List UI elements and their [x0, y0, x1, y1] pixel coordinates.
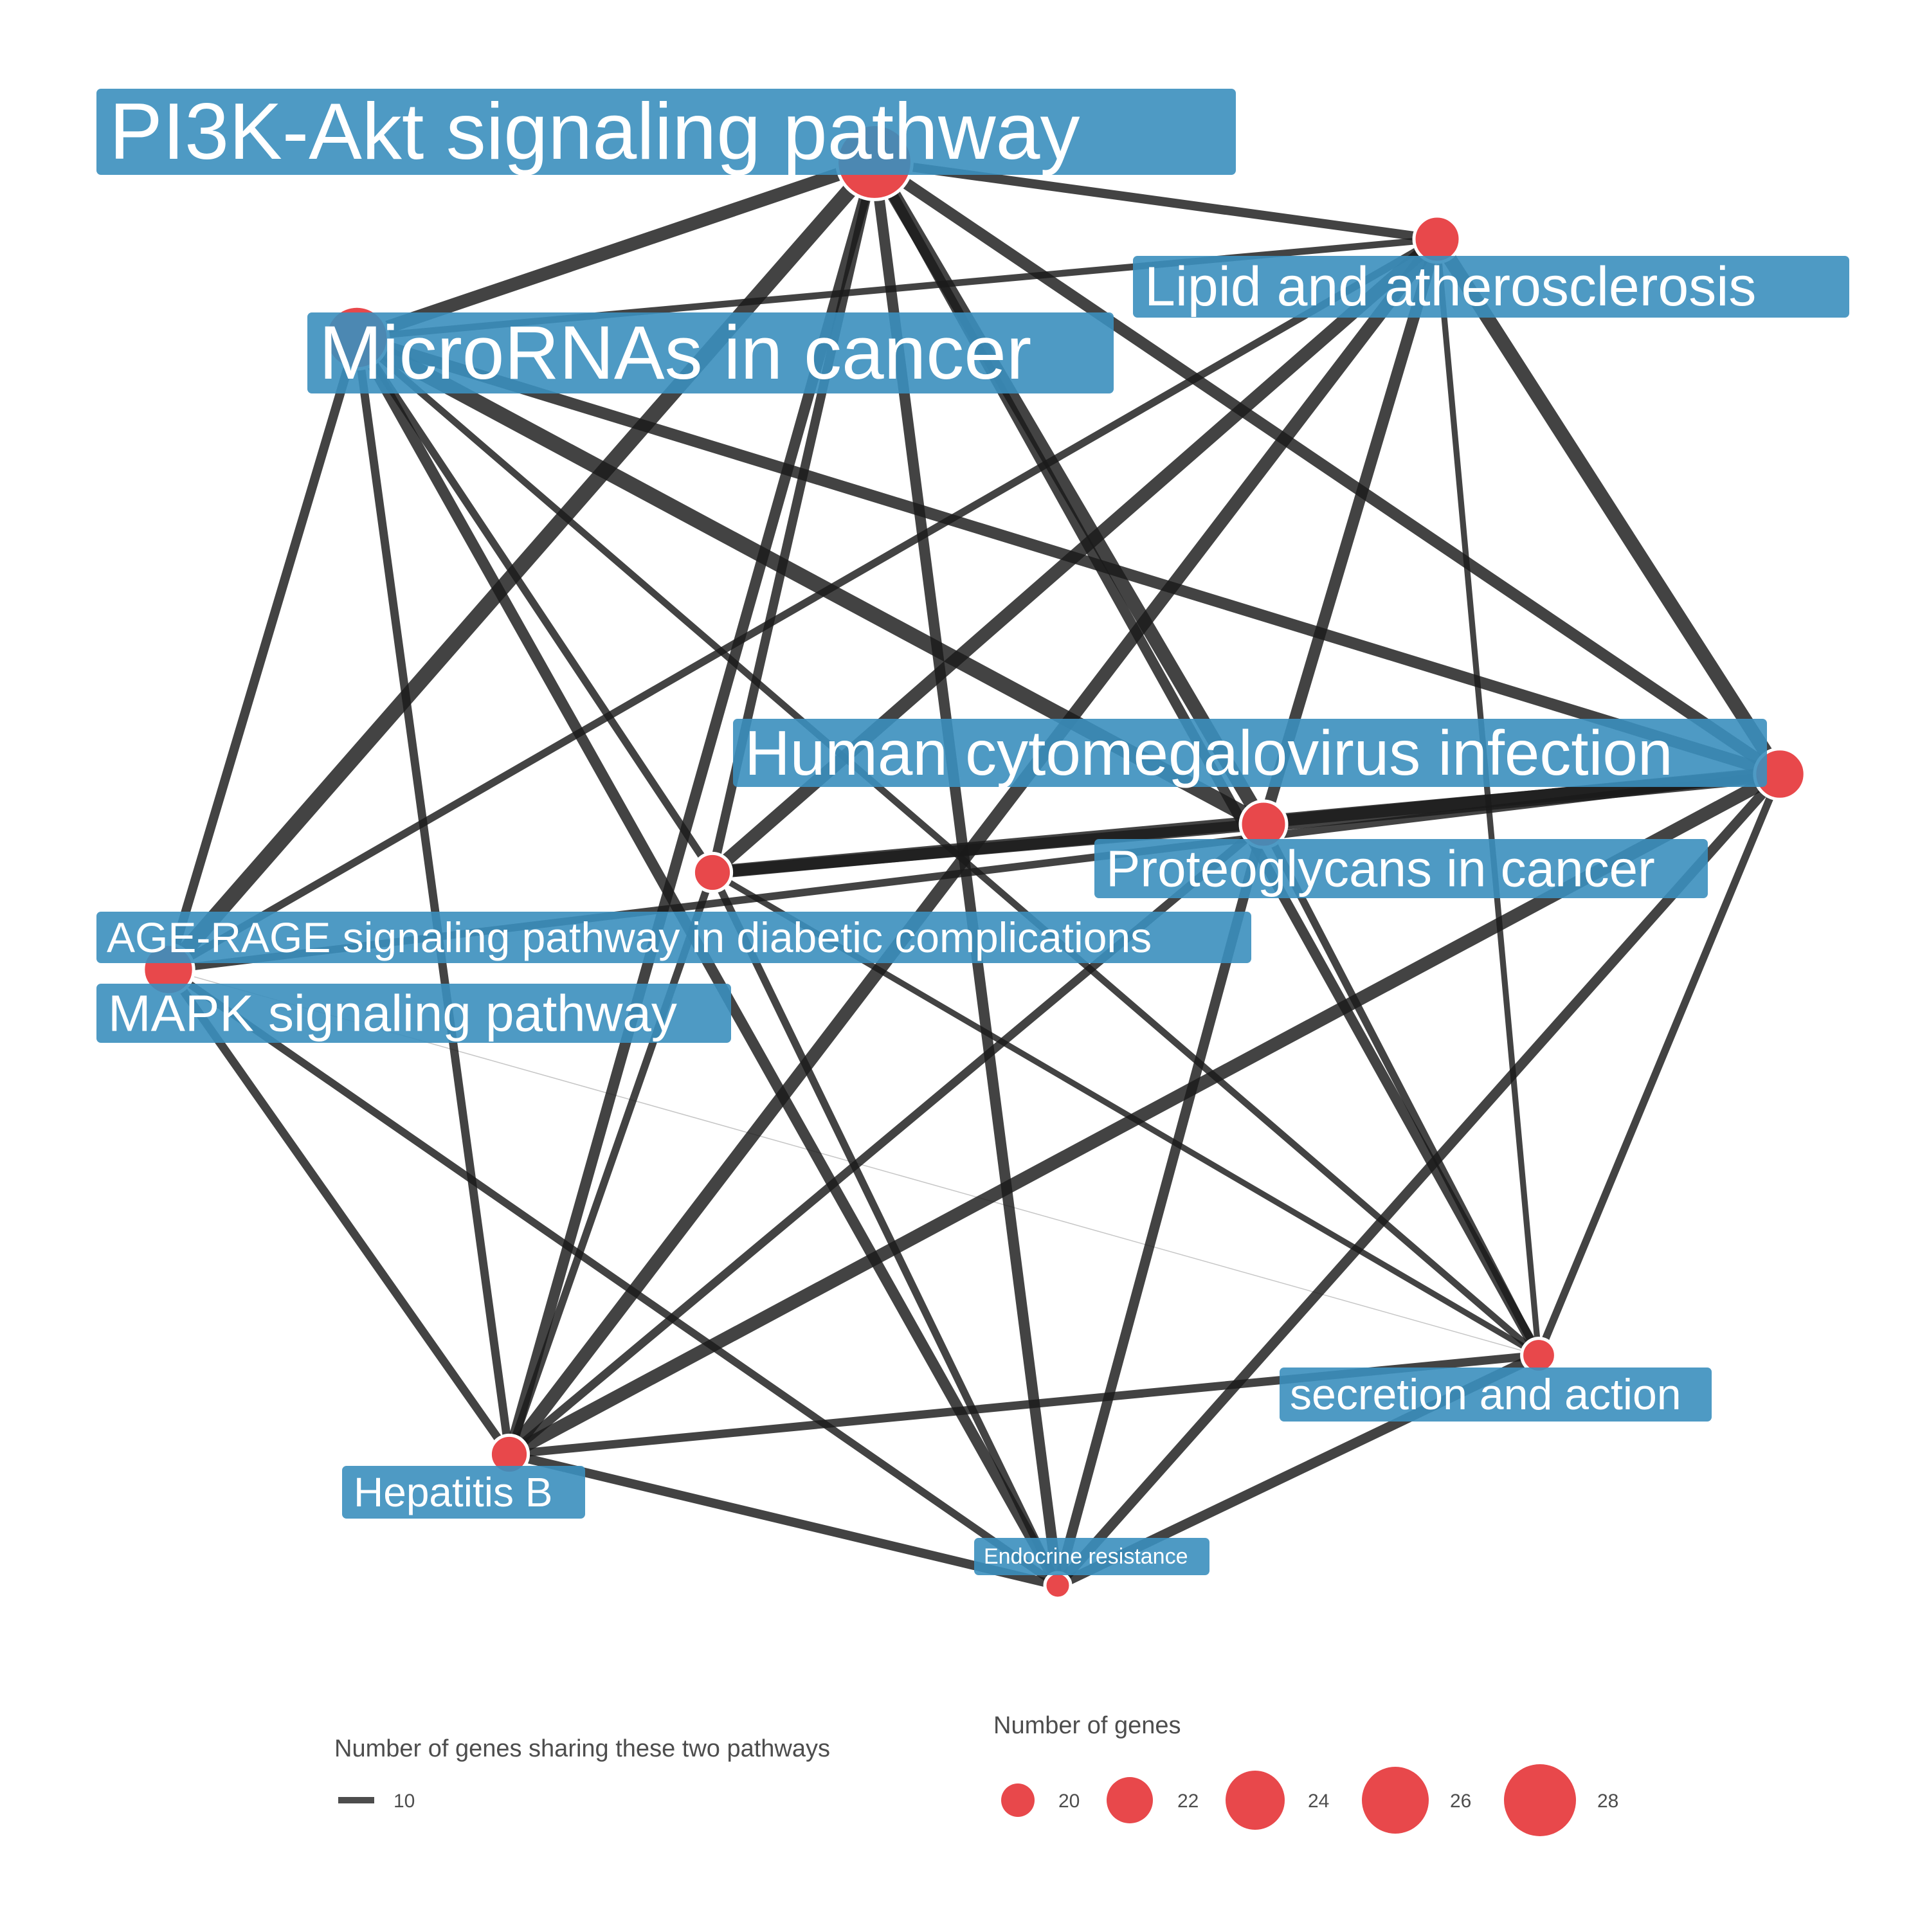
edge-mirna-hepb: [352, 333, 514, 1459]
node-label-text: AGE-RAGE signaling pathway in diabetic c…: [107, 914, 1152, 961]
node-endo: [1043, 1571, 1073, 1600]
node-label-text: Lipid and atherosclerosis: [1145, 256, 1756, 318]
node-label-proteo: Proteoglycans in cancer: [1094, 839, 1708, 898]
edge-legend-title: Number of genes sharing these two pathwa…: [334, 1735, 830, 1762]
size-legend-circle: [1226, 1771, 1285, 1830]
edge-hepb-endo: [504, 1449, 1063, 1591]
node-label-box: [1280, 1368, 1712, 1422]
size-legend-label: 28: [1597, 1791, 1618, 1812]
node-label-text: Hepatitis B: [354, 1469, 552, 1515]
node-label-text: secretion and action: [1290, 1370, 1681, 1419]
edge-mirna-agerage: [353, 334, 716, 876]
size-legend-circle: [1362, 1767, 1429, 1834]
node-label-mirna: MicroRNAs in cancer: [307, 311, 1114, 395]
edge-pi3k-mirna: [350, 155, 882, 345]
node-label-text: MAPK signaling pathway: [108, 985, 677, 1042]
node-label-endo: Endocrine resistance: [974, 1538, 1209, 1575]
node-label-hepb: Hepatitis B: [342, 1466, 585, 1519]
node-label-box: [1133, 256, 1849, 318]
node-label-box: [1094, 839, 1708, 898]
size-legend-label: 24: [1308, 1791, 1329, 1812]
size-legend-label: 26: [1450, 1791, 1471, 1812]
node-label-box: [96, 89, 1236, 175]
size-legend-keys: 20 22 24 26 28: [1001, 1764, 1618, 1836]
node-label-text: Proteoglycans in cancer: [1106, 840, 1655, 898]
legend: Number of genes sharing these two pathwa…: [334, 1712, 1618, 1836]
edge-lipid-hcmv: [1430, 232, 1787, 781]
edge-pi3k-hcmv: [869, 156, 1786, 780]
node-label-text: PI3K-Akt signaling pathway: [109, 87, 1080, 176]
edge-lipid-mapk: [165, 235, 1441, 973]
node-agerage: [691, 851, 734, 894]
node-label-lipid: Lipid and atherosclerosis: [1133, 256, 1849, 318]
size-legend-label: 20: [1058, 1791, 1080, 1812]
edge-proteo-agerage: [707, 818, 1269, 878]
node-label-box: [96, 912, 1251, 963]
edge-agerage-hepb: [505, 869, 716, 1458]
node-label-box: [974, 1538, 1209, 1575]
edge-mapk-hepb: [164, 965, 514, 1459]
node-label-insulin: secretion and action: [1280, 1368, 1712, 1422]
edge-pi3k-mapk: [160, 154, 883, 978]
node-label-agerage: AGE-RAGE signaling pathway in diabetic c…: [96, 912, 1251, 963]
edge-legend-key-label: 10: [394, 1791, 415, 1812]
edge-hcmv-insulin: [1535, 770, 1784, 1359]
node-label-text: Endocrine resistance: [984, 1544, 1188, 1569]
size-legend-title: Number of genes: [993, 1712, 1181, 1739]
edge-mapk-endo: [165, 966, 1062, 1589]
edge-hcmv-endo: [1053, 769, 1785, 1591]
node-label-box: [733, 719, 1767, 787]
size-legend-circle: [1001, 1783, 1035, 1817]
node-label-box: [96, 984, 731, 1043]
edge-mirna-mapk: [163, 332, 362, 975]
node-insulin: [1520, 1337, 1557, 1374]
size-legend-label: 22: [1177, 1791, 1199, 1812]
node-label-hcmv: Human cytomegalovirus infection: [733, 718, 1767, 788]
edge-agerage-endo: [709, 869, 1062, 1589]
node-label-pi3k: PI3K-Akt signaling pathway: [96, 87, 1236, 176]
size-legend-circle: [1107, 1777, 1153, 1823]
node-label-text: Human cytomegalovirus infection: [745, 718, 1672, 788]
node-label-box: [307, 312, 1114, 393]
size-legend-circle: [1504, 1764, 1576, 1836]
edge-proteo-insulin: [1260, 820, 1543, 1359]
node-label-text: MicroRNAs in cancer: [319, 311, 1031, 395]
node-label-box: [342, 1466, 585, 1519]
node-label-mapk: MAPK signaling pathway: [96, 984, 731, 1043]
